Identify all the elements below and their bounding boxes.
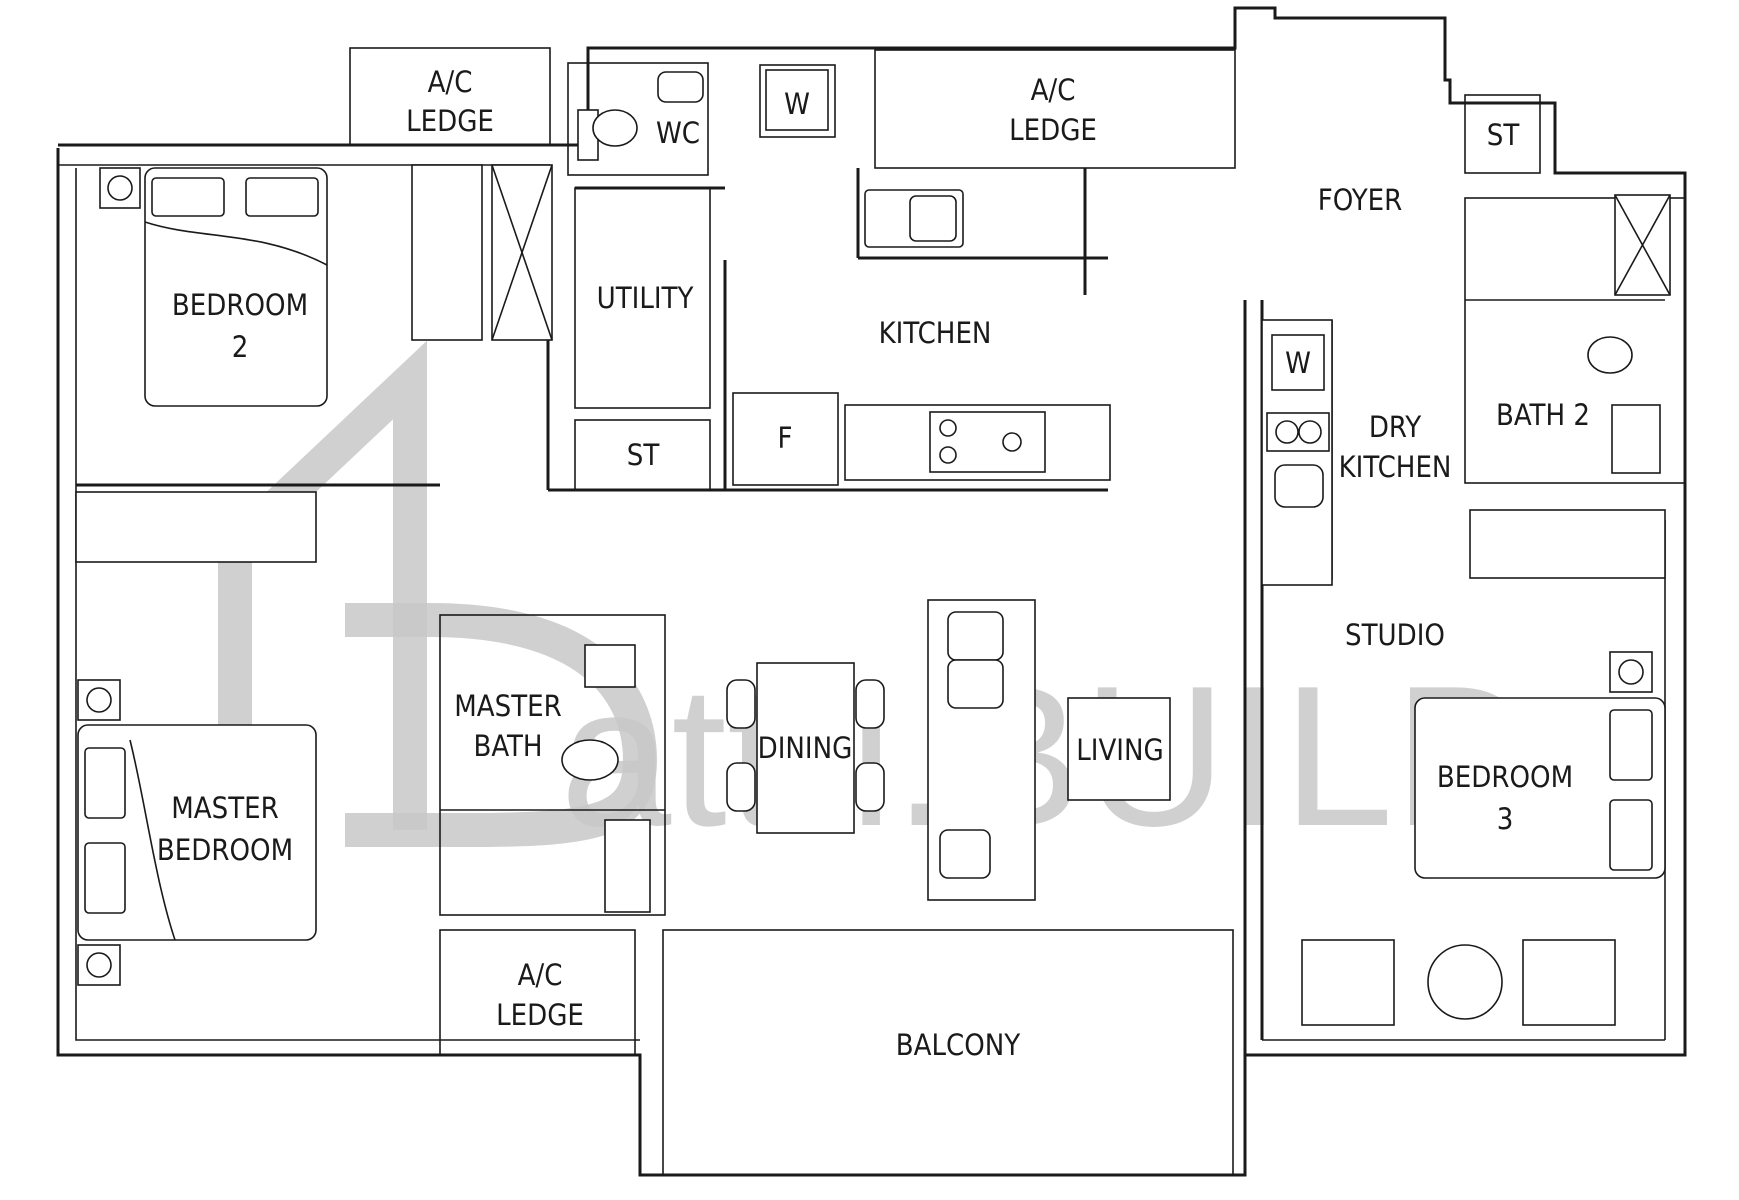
label-fridge: F [777,421,792,455]
label-master-bedroom-1: MASTER [171,791,278,825]
label-ac-ledge-top-mid-1: A/C [1031,73,1076,107]
label-master-bath-1: MASTER [454,689,561,723]
watermark-logo: attri.BUILD [218,340,1538,868]
label-st-top: ST [1487,118,1521,152]
toilet-wc [592,109,638,147]
label-ac-ledge-bottom-2: LEDGE [496,998,584,1032]
label-ac-ledge-top-mid-2: LEDGE [1009,113,1097,147]
label-wc: WC [656,116,700,150]
label-washer-dry: W [1285,346,1311,380]
label-ac-ledge-top-left-1: A/C [428,65,473,99]
label-st-utility: ST [627,438,661,472]
label-bedroom2-2: 2 [232,330,249,364]
label-bedroom3-1: BEDROOM [1437,760,1573,794]
fixtures [75,69,1671,1026]
bed-bedroom3 [1414,697,1666,879]
wardrobe-bedroom2 [411,164,483,341]
washer-top [765,69,829,131]
label-living: LIVING [1076,733,1163,767]
label-master-bedroom-2: BEDROOM [157,833,293,867]
label-ac-ledge-bottom-1: A/C [518,958,563,992]
label-ac-ledge-top-left-2: LEDGE [406,104,494,138]
label-studio: STUDIO [1345,618,1445,652]
round-table [1427,944,1503,1020]
bed-master [77,724,317,941]
label-bath2: BATH 2 [1496,398,1590,432]
watermark-text: attri.BUILD [560,645,1538,868]
label-dining: DINING [758,731,853,765]
walls [56,6,1687,1177]
label-bedroom3-2: 3 [1497,802,1514,836]
label-master-bath-2: BATH [473,729,542,763]
label-utility: UTILITY [597,281,695,315]
label-kitchen: KITCHEN [879,316,992,350]
label-washer-top: W [784,87,810,121]
label-balcony: BALCONY [896,1028,1022,1062]
armchair-right [1522,939,1616,1026]
label-dry-kitchen-2: KITCHEN [1339,450,1452,484]
label-foyer: FOYER [1318,183,1403,217]
room-labels: A/C LEDGE WC W A/C LEDGE ST FOYER BEDROO… [157,65,1590,1062]
fridge [732,392,839,486]
label-bedroom2-1: BEDROOM [172,288,308,322]
armchair-left [1301,939,1395,1026]
dining-table [756,662,855,834]
bed-bedroom2 [144,167,328,407]
coffee-table [1067,697,1171,801]
label-dry-kitchen-1: DRY [1369,410,1422,444]
wardrobe-master [75,491,317,563]
